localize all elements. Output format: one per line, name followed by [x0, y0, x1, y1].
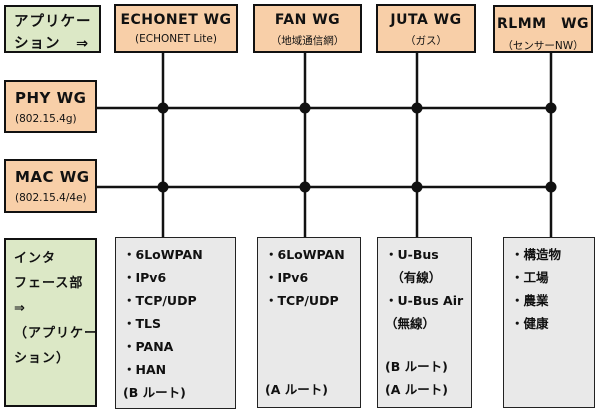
- stack-item: （有線）: [385, 270, 442, 285]
- mac-wg-subtitle: (802.15.4/4e): [15, 192, 87, 204]
- stack-item: ・構造物: [511, 247, 562, 262]
- stack-item: ・健康: [511, 316, 549, 331]
- rlmm-wg-title: RLMM WG: [497, 16, 589, 32]
- echonet-wg-subtitle: (ECHONET Lite): [135, 33, 217, 45]
- phy-wg-box: PHY WG (802.15.4g): [4, 80, 97, 133]
- interface-label-line1: インタ: [14, 251, 57, 266]
- connector-wires: [95, 50, 553, 240]
- echonet-wg-box: ECHONET WG (ECHONET Lite): [114, 4, 238, 53]
- stack-item: ・U-Bus Air: [385, 293, 464, 308]
- interface-label-line5: ション）: [14, 351, 71, 366]
- stack-item: ・TCP/UDP: [123, 293, 197, 308]
- interface-label: インタ フェース部 ⇒ （アプリケー ション）: [4, 238, 97, 407]
- route-label: (B ルート): [123, 385, 186, 400]
- route-label: (A ルート): [265, 382, 328, 397]
- stack-item: ・U-Bus: [385, 247, 439, 262]
- stack-item: ・IPv6: [123, 270, 167, 285]
- interface-label-line4: （アプリケー: [14, 326, 99, 341]
- application-label-line1: アプリケー: [14, 14, 92, 30]
- juta-wg-title: JUTA WG: [390, 12, 462, 28]
- fan-wg-title: FAN WG: [274, 12, 341, 28]
- protocol-stack-juta: ・U-Bus （有線） ・U-Bus Air （無線） (B ルート) (A ル…: [377, 237, 472, 408]
- juta-wg-subtitle: （ガス）: [405, 35, 447, 47]
- stack-item: ・IPv6: [265, 270, 309, 285]
- application-label-line2: ション ⇒: [14, 36, 90, 52]
- mac-wg-box: MAC WG (802.15.4/4e): [4, 159, 97, 213]
- stack-item: ・6LoWPAN: [265, 247, 345, 262]
- application-stack-rlmm: ・構造物 ・工場 ・農業 ・健康: [503, 237, 595, 408]
- stack-item: （無線）: [385, 316, 436, 331]
- rlmm-wg-subtitle: （センサーNW）: [502, 40, 584, 52]
- fan-wg-subtitle: （地域通信網）: [270, 35, 345, 47]
- mac-wg-title: MAC WG: [15, 168, 90, 186]
- interface-label-line2: フェース部: [14, 276, 84, 291]
- route-label: (B ルート): [385, 359, 448, 374]
- juta-wg-box: JUTA WG （ガス）: [376, 4, 476, 53]
- stack-item: ・TCP/UDP: [265, 293, 339, 308]
- stack-item: ・6LoWPAN: [123, 247, 203, 262]
- rlmm-wg-box: RLMM WG （センサーNW）: [493, 5, 593, 53]
- phy-wg-title: PHY WG: [15, 89, 87, 107]
- stack-item: ・HAN: [123, 362, 167, 377]
- phy-wg-subtitle: (802.15.4g): [15, 113, 77, 125]
- stack-item: ・TLS: [123, 316, 161, 331]
- echonet-wg-title: ECHONET WG: [120, 12, 232, 28]
- junction-dots: [157, 102, 557, 193]
- protocol-stack-echonet: ・6LoWPAN ・IPv6 ・TCP/UDP ・TLS ・PANA ・HAN …: [115, 237, 236, 409]
- protocol-stack-fan: ・6LoWPAN ・IPv6 ・TCP/UDP (A ルート): [257, 237, 361, 408]
- stack-item: ・PANA: [123, 339, 174, 354]
- stack-item: ・工場: [511, 270, 549, 285]
- route-label: (A ルート): [385, 382, 448, 397]
- fan-wg-box: FAN WG （地域通信網）: [253, 4, 362, 53]
- interface-label-line3: ⇒: [14, 301, 26, 316]
- stack-item: ・農業: [511, 293, 549, 308]
- application-label: アプリケー ション ⇒: [4, 5, 101, 53]
